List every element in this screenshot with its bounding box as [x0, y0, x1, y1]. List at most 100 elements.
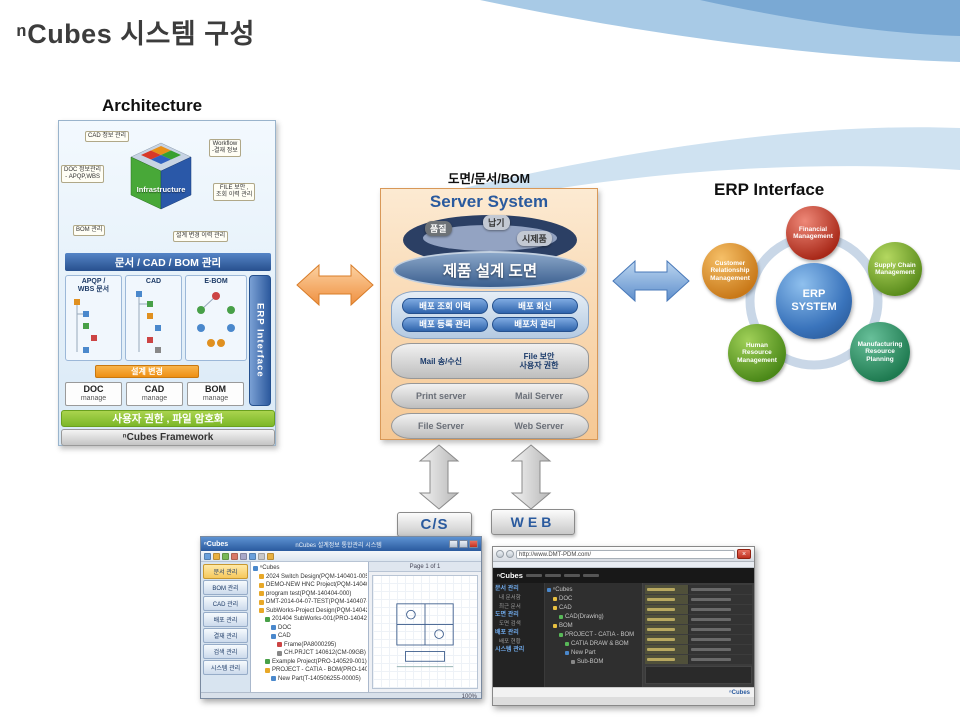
cs-nav-item: 배포 관리 — [203, 612, 248, 627]
bubble-delivery: 납기 — [483, 215, 510, 230]
bubble-quality: 품질 — [425, 221, 452, 236]
tree-item: program test(PQM-140404-000) — [266, 590, 352, 597]
bom-manage-title: BOM — [205, 384, 226, 394]
property-row — [645, 655, 752, 664]
server-erp-arrow — [612, 259, 690, 303]
cs-nav-item: 문서 관리 — [203, 564, 248, 579]
cs-left-nav: 문서 관리 BOM 관리 CAD 관리 배포 관리 결재 관리 검색 관리 시스… — [201, 562, 251, 692]
apqp-tree-graphic — [73, 299, 97, 353]
product-design-drawing-disc: 제품 설계 도면 — [393, 251, 587, 289]
cs-zoom-level: 100% — [461, 693, 477, 699]
tree-item: DMT-2014-04-07-TEST(PQM-140407-000) — [266, 599, 367, 606]
tree-item: DEMO-NEW HNC Project(PQM-140402-001) — [266, 582, 367, 589]
toolbar-icon — [258, 552, 265, 560]
property-row — [645, 615, 752, 624]
layer-file-server: File Server — [417, 421, 465, 431]
cube-infrastructure-label: Infrastructure — [136, 185, 186, 194]
toolbar-icon — [249, 552, 256, 560]
browser-forward-icon — [506, 550, 514, 558]
btn-distribution-reply: 배포 회신 — [492, 298, 578, 314]
cs-nav-item: 검색 관리 — [203, 644, 248, 659]
tree-item: CAD — [278, 633, 291, 640]
web-tree-item: PROJECT - CATIA - BOM — [565, 631, 635, 638]
web-footer: ⁿCubes — [493, 687, 754, 697]
web-tree-item: CATIA DRAW & BOM — [571, 640, 629, 647]
cube-callout-bom: BOM 관리 — [73, 225, 106, 236]
bubble-prototype: 시제품 — [517, 231, 552, 246]
property-row — [645, 645, 752, 654]
cs-client-label: C/S — [397, 512, 472, 537]
doc-manage-title: DOC — [83, 384, 104, 394]
cad-manage-box: CAD manage — [126, 382, 183, 406]
web-sidebar-item: 최근 문서 — [499, 603, 521, 610]
web-menu-item — [544, 574, 561, 577]
web-footer-logo: ⁿCubes — [729, 689, 750, 696]
cs-nav-item: CAD 관리 — [203, 596, 248, 611]
web-tree-item: Sub-BOM — [577, 658, 604, 665]
property-row — [645, 585, 752, 594]
design-change-bar: 설계 변경 — [95, 365, 199, 378]
web-sidebar-item: 내 문서함 — [499, 595, 521, 601]
cs-nav-item: 결재 관리 — [203, 628, 248, 643]
web-tree-item: CAD — [559, 604, 572, 611]
cad-manage-title: CAD — [144, 384, 165, 394]
browser-close-icon: × — [737, 549, 751, 559]
panel-apqp-wbs-label: APQP / WBS 문서 — [77, 278, 110, 293]
toolbar-icon — [231, 552, 238, 560]
btn-distribution-target: 배포처 관리 — [492, 316, 578, 332]
tree-item: SubWorks-Project Design(PQM-140421-000) — [266, 607, 367, 614]
layer-mail: Mail 송/수신 — [419, 356, 463, 366]
bom-manage-box: BOM manage — [187, 382, 244, 406]
web-tree-item: DOC — [559, 595, 573, 602]
property-row — [645, 605, 752, 614]
server-layer-mail-security: Mail 송/수신 File 보안 사용자 권한 — [391, 343, 589, 379]
cube-callout-file-security: FILE 보안 , 조회 이력 관리 — [213, 183, 256, 201]
cs-nav-item: BOM 관리 — [203, 580, 248, 595]
tree-item: Frame(PA8000295) — [284, 641, 337, 648]
layer-file-security: File 보안 사용자 권한 — [519, 352, 559, 370]
panel-cad-label: CAD — [145, 278, 162, 285]
e-bom-tree-graphic — [197, 292, 235, 347]
erp-node-supply-chain: Supply Chain Management — [868, 242, 922, 296]
technical-drawing-graphic — [396, 603, 454, 668]
web-tree: ⁿCubes DOC CAD CAD(Drawing) BOM PROJECT … — [545, 583, 643, 687]
web-header: ⁿCubes — [493, 568, 754, 583]
web-sidebar-header: 도면 관리 — [495, 612, 519, 618]
cs-nav-item: 시스템 관리 — [203, 660, 248, 675]
tree-item: New Part(T-140506255-00005) — [278, 675, 361, 682]
web-tree-item: BOM — [559, 622, 573, 629]
web-body: 문서 관리 내 문서함 최근 문서 도면 관리 도면 검색 배포 관리 배포 현… — [493, 583, 754, 687]
tree-item: 2024 Switch Design(PQM-140401-005) — [266, 573, 367, 580]
tree-item: DOC — [278, 624, 292, 631]
cs-statusbar: 100% — [201, 692, 481, 699]
cs-connector-arrow — [418, 444, 460, 510]
web-connector-arrow — [510, 444, 552, 510]
cs-drawing-canvas — [372, 575, 478, 689]
web-page: ⁿCubes 문서 관리 내 문서함 최근 문서 도면 관리 도면 검색 배포 … — [493, 568, 754, 697]
distribution-button-platter: 배포 조회 이력 배포 회신 배포 등록 관리 배포처 관리 — [391, 291, 589, 339]
cs-project-tree: ⁿCubes 2024 Switch Design(PQM-140401-005… — [251, 562, 369, 692]
toolbar-icon — [222, 552, 229, 560]
browser-back-icon — [496, 550, 504, 558]
erp-node-human-resource: Human Resource Management — [728, 324, 786, 382]
toolbar-icon — [213, 552, 220, 560]
server-system-title: Server System — [429, 192, 549, 211]
page-title: ⁿCubes 시스템 구성 — [16, 19, 255, 49]
web-sidebar-header: 시스템 관리 — [495, 647, 525, 653]
web-sidebar-header: 문서 관리 — [495, 586, 519, 592]
erp-diagram: Financial Management Supply Chain Manage… — [702, 206, 926, 392]
maximize-icon — [459, 540, 468, 548]
toolbar-icon — [240, 552, 247, 560]
ncubes-framework-bar: ⁿCubes Framework — [61, 429, 275, 446]
btn-distribution-register: 배포 등록 관리 — [402, 316, 488, 332]
server-heading: 도면/문서/BOM — [447, 172, 531, 186]
cad-manage-sub: manage — [141, 395, 168, 402]
erp-system-center: ERP SYSTEM — [776, 263, 852, 339]
cs-window-title: nCubes 설계정보 통합관리 시스템 — [295, 542, 382, 549]
tree-item: 201404 SubWorks-001(PRO-140421-001) — [272, 616, 367, 623]
web-menu-item — [563, 574, 580, 577]
web-sidebar-header: 배포 관리 — [495, 629, 519, 636]
doc-manage-box: DOC manage — [65, 382, 122, 406]
toolbar-icon — [204, 552, 211, 560]
